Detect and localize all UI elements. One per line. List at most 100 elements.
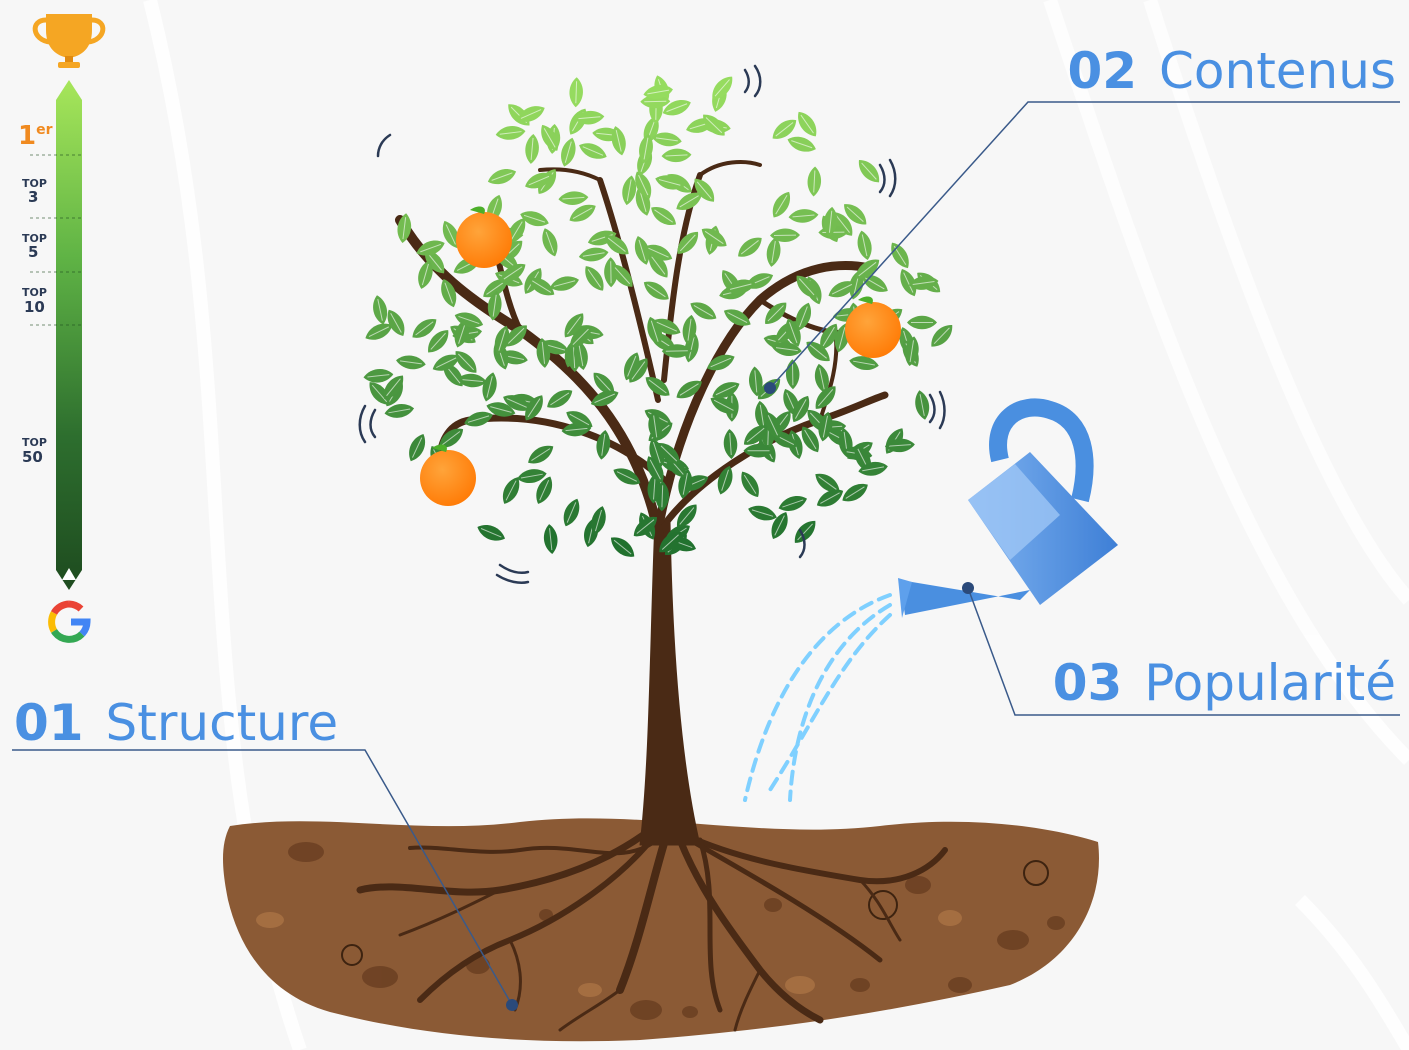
- rank-top10-num: 10: [24, 298, 45, 316]
- leaf-vein: [445, 224, 456, 245]
- leaf-vein: [427, 252, 442, 271]
- leaf-vein: [767, 415, 779, 436]
- leaf-vein: [371, 384, 388, 403]
- structure-number: 01: [14, 694, 84, 752]
- popularite-text: Popularité: [1144, 654, 1396, 712]
- leaf-vein: [569, 413, 590, 426]
- leaf-vein: [775, 347, 798, 352]
- leaf-vein: [831, 283, 853, 295]
- leaf-vein: [562, 196, 585, 200]
- leaf-vein: [687, 318, 692, 341]
- oranges: [420, 206, 901, 506]
- leaf-vein: [727, 312, 748, 324]
- leaf-vein: [648, 379, 667, 394]
- water-stream: [743, 593, 892, 802]
- leaf-vein: [575, 81, 578, 104]
- leaf-vein: [523, 214, 546, 223]
- leaf-vein: [647, 89, 670, 95]
- leaf-vein: [415, 321, 434, 336]
- leaf-vein: [498, 329, 506, 351]
- leaf-vein: [368, 326, 390, 337]
- leaf-vein: [828, 210, 833, 233]
- leaf-vein: [587, 269, 602, 288]
- leaf-vein: [713, 399, 734, 411]
- leaf-vein: [460, 379, 483, 382]
- rank-first: 1er: [18, 121, 53, 151]
- leaf-vein: [614, 267, 631, 285]
- leaf-vein: [531, 448, 551, 462]
- leaf-vein: [499, 131, 522, 135]
- leaf-vein: [652, 441, 661, 464]
- contenus-anchor: [764, 382, 776, 394]
- leaf-vein: [573, 345, 576, 369]
- leaf-vein: [809, 344, 827, 359]
- leaf-vein: [655, 137, 678, 142]
- leaf-vein: [480, 528, 502, 538]
- leaf-vein: [532, 280, 552, 293]
- leaf-vein: [751, 509, 774, 517]
- leaf-vein: [486, 281, 505, 295]
- leaf-vein: [846, 206, 864, 223]
- tree-roots: [356, 826, 948, 1032]
- leaf-vein: [705, 117, 723, 134]
- leaf-vein: [653, 477, 656, 500]
- leaf-vein: [653, 415, 658, 438]
- leaf-vein: [862, 466, 885, 472]
- structure-anchor: [506, 999, 518, 1011]
- leaf-vein: [507, 327, 525, 344]
- leaf-vein: [845, 486, 865, 499]
- leaf-vein: [506, 398, 528, 408]
- leaf-vein: [688, 336, 695, 359]
- leaf-vein: [566, 316, 582, 335]
- leaf-vein: [714, 79, 730, 97]
- leaf-vein: [594, 509, 603, 532]
- leaf-vein: [661, 485, 664, 508]
- background-streaks: [143, 0, 1409, 1050]
- leaf-vein: [693, 304, 714, 317]
- contenus-text: Contenus: [1159, 42, 1396, 100]
- leader-lines: [12, 101, 1400, 1006]
- leaf-vein: [909, 340, 915, 363]
- leaf-vein: [743, 474, 757, 494]
- ranking-scale: 1er TOP 3 TOP 5 TOP 10 TOP 50: [18, 14, 106, 643]
- leaf-vein: [933, 327, 950, 345]
- leaf-vein: [818, 388, 834, 407]
- leaf-vein: [388, 408, 411, 414]
- leaf-vein: [420, 243, 442, 253]
- leaf-vein: [775, 195, 788, 215]
- popularite-number: 03: [1053, 654, 1123, 712]
- leaf-vein: [661, 534, 679, 550]
- leaf-vein: [788, 322, 798, 344]
- leaf-vein: [912, 280, 935, 286]
- structure-text: Structure: [106, 694, 339, 752]
- leaf-vein: [457, 353, 475, 371]
- leaf-vein: [704, 230, 724, 245]
- leaf-vein: [822, 415, 828, 438]
- leaf-vein: [818, 476, 837, 490]
- leaf-vein: [390, 313, 402, 333]
- leaf-vein: [490, 406, 512, 413]
- leaf-vein: [486, 376, 493, 398]
- leaf-vein: [631, 361, 646, 380]
- leaf-vein: [601, 433, 606, 456]
- leaf-vein: [800, 114, 814, 134]
- leaf-vein: [888, 444, 911, 447]
- tree-leaves: [363, 75, 953, 557]
- rank-top10-label: TOP: [22, 286, 47, 299]
- leaf-vein: [411, 437, 423, 458]
- label-structure: 01 Structure: [14, 694, 338, 752]
- leaf-vein: [572, 328, 589, 346]
- leaf-vein: [543, 128, 556, 148]
- orange-fruit: [420, 444, 476, 506]
- leaf-vein: [858, 261, 877, 277]
- leaf-vein: [549, 528, 553, 551]
- leaf-vein: [861, 234, 868, 257]
- popularite-leader: [967, 587, 1400, 716]
- leaf-vein: [421, 263, 429, 286]
- orange-fruit: [845, 296, 901, 358]
- leaf-vein: [754, 370, 758, 393]
- leaf-vein: [853, 360, 875, 366]
- leaf-vein: [444, 282, 453, 304]
- structure-leader: [12, 749, 513, 1006]
